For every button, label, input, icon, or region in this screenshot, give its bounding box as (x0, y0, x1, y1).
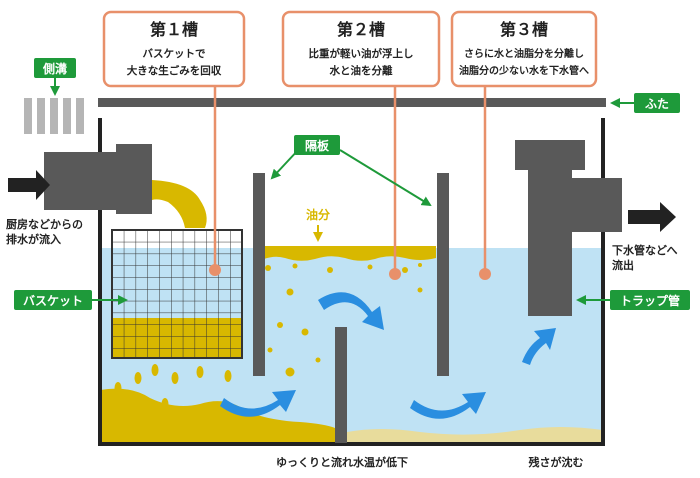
trap-pipe (515, 140, 622, 316)
inflow-stream (152, 180, 207, 228)
label-trap-pipe-text: トラップ管 (620, 293, 680, 308)
callout-tank-1-line2: 大きな生ごみを回収 (127, 64, 222, 77)
note-outflow-line2: 流出 (612, 258, 634, 272)
basket (111, 229, 243, 359)
note-flow: ゆっくりと流れ水温が低下 (276, 455, 408, 469)
label-lid: ふた (610, 93, 680, 113)
callout-tank-3: 第３槽 さらに水と油脂分を分離し 油脂分の少ない水を下水管へ (450, 10, 598, 280)
partition-bottom (335, 327, 347, 443)
inlet-pipe (44, 144, 152, 214)
oil-layer (264, 246, 436, 261)
callout-tank-3-title: 第３槽 (500, 20, 548, 39)
callout-tank-3-line2: 油脂分の少ない水を下水管へ (459, 64, 589, 77)
callout-tank-1-line1: バスケットで (143, 48, 206, 60)
callout-tank-2-line2: 水と油を分離 (329, 64, 393, 77)
callout-tank-2-title: 第２槽 (337, 20, 385, 39)
callout-tank-2-line1: 比重が軽い油が浮上し (309, 47, 414, 60)
sediment-right (347, 427, 603, 442)
label-oil: 油分 (296, 204, 340, 242)
outflow-arrow (628, 202, 676, 232)
label-trap-pipe: トラップ管 (576, 290, 690, 310)
tank-wall (98, 118, 605, 446)
label-gutter-text: 側溝 (42, 61, 67, 76)
label-basket-text: バスケット (23, 294, 83, 308)
label-lid-text: ふた (645, 97, 669, 111)
note-sediment: 残さが沈む (529, 455, 584, 469)
callout-tank-2: 第２槽 比重が軽い油が浮上し 水と油を分離 (281, 10, 441, 280)
lid (98, 98, 606, 107)
callout-tank-1: 第１槽 バスケットで 大きな生ごみを回収 (102, 10, 246, 276)
label-gutter: 側溝 (34, 58, 76, 96)
label-partition: 隔板 (270, 135, 432, 207)
label-partition-text: 隔板 (305, 138, 330, 153)
label-oil-text: 油分 (306, 207, 330, 222)
note-inflow-line1: 厨房などからの (6, 217, 83, 231)
partition-2 (437, 173, 449, 376)
note-outflow-line1: 下水管などへ (612, 243, 677, 257)
callout-tank-1-title: 第１槽 (150, 20, 198, 39)
note-inflow-line2: 排水が流入 (6, 232, 61, 246)
callout-tank-3-line1: さらに水と油脂分を分離し (464, 47, 584, 60)
inflow-arrow (8, 170, 50, 200)
label-basket: バスケット (14, 290, 128, 310)
sediment-left (100, 388, 335, 442)
partition-1 (253, 173, 265, 376)
flow-arrows (220, 292, 556, 419)
basket-drips (114, 364, 232, 414)
gutter-grate (24, 98, 84, 134)
